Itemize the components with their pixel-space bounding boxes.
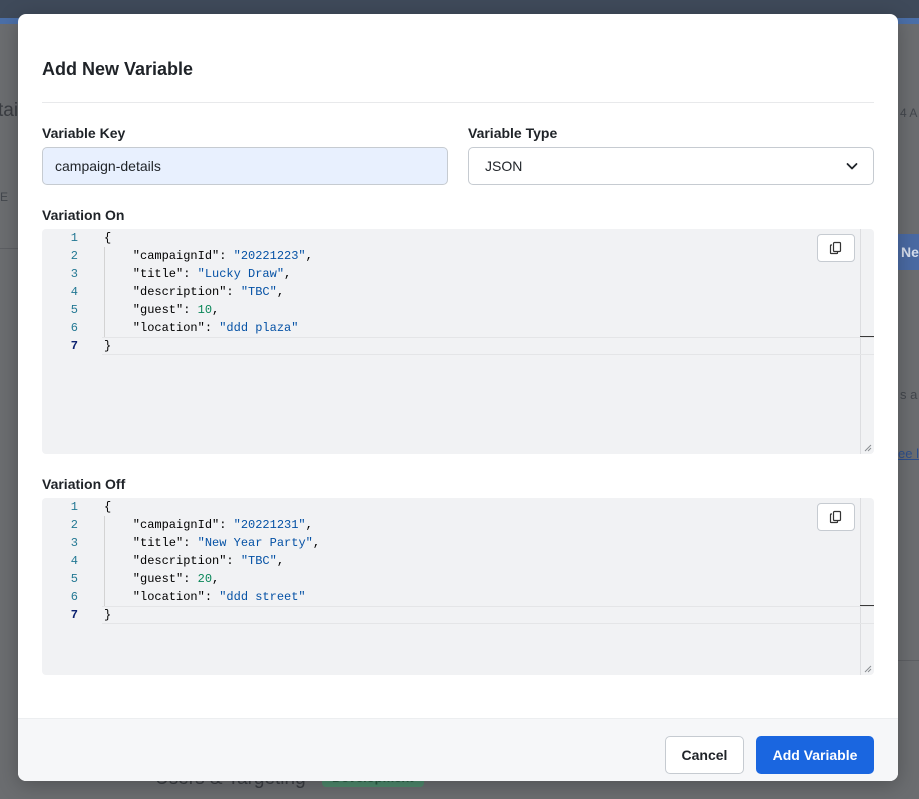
code-line: { bbox=[104, 498, 111, 516]
line-number: 2 bbox=[70, 249, 78, 263]
json-token: "guest": bbox=[104, 572, 198, 586]
editor-scrollbar[interactable] bbox=[860, 498, 874, 675]
background-small-fragment: E bbox=[0, 190, 9, 204]
variable-key-input[interactable]: campaign-details bbox=[42, 147, 448, 185]
line-number: 1 bbox=[70, 231, 78, 245]
copy-variation-on-button[interactable] bbox=[817, 234, 855, 262]
code-line: } bbox=[104, 606, 111, 624]
json-token: , bbox=[276, 554, 285, 568]
code-line: "description": "TBC", bbox=[104, 552, 284, 570]
json-string: "ddd street" bbox=[219, 590, 306, 604]
json-token: , bbox=[305, 249, 313, 263]
variation-on-editor[interactable]: 1 2 3 4 5 6 7 { "campaignId": "20221223", "titl… bbox=[42, 229, 874, 454]
line-number: 7 bbox=[70, 608, 78, 622]
variable-key-label: Variable Key bbox=[42, 125, 126, 141]
code-line: "description": "TBC", bbox=[104, 283, 284, 301]
code-line: "location": "ddd plaza" bbox=[104, 319, 299, 337]
code-line: "title": "New Year Party", bbox=[104, 534, 320, 552]
add-variable-button[interactable]: Add Variable bbox=[756, 736, 874, 774]
resize-handle-icon[interactable] bbox=[864, 665, 872, 673]
json-token: "guest": bbox=[104, 303, 198, 317]
json-string: "ddd plaza" bbox=[219, 321, 299, 335]
json-token: } bbox=[104, 339, 112, 353]
json-token: { bbox=[104, 231, 112, 245]
json-token: "campaignId": bbox=[104, 518, 234, 532]
json-token: , bbox=[212, 303, 220, 317]
line-number: 4 bbox=[70, 285, 78, 299]
background-heading-fragment: tai bbox=[0, 100, 19, 121]
editor-scrollbar[interactable] bbox=[860, 229, 874, 454]
json-string: "TBC" bbox=[240, 285, 277, 299]
chevron-down-icon bbox=[846, 163, 858, 170]
json-token: "location": bbox=[104, 590, 220, 604]
code-line: "title": "Lucky Draw", bbox=[104, 265, 291, 283]
line-number: 1 bbox=[70, 500, 78, 514]
json-string: "20221231" bbox=[233, 518, 306, 532]
code-line: } bbox=[104, 337, 111, 355]
json-token: , bbox=[212, 572, 220, 586]
json-token: "description": bbox=[104, 554, 241, 568]
json-token: "location": bbox=[104, 321, 220, 335]
json-number: 20 bbox=[197, 572, 213, 586]
json-token: { bbox=[104, 500, 112, 514]
resize-handle-icon[interactable] bbox=[864, 444, 872, 452]
indent-guide bbox=[104, 247, 105, 337]
line-number: 3 bbox=[70, 267, 78, 281]
modal-footer: Cancel Add Variable bbox=[18, 718, 898, 781]
variable-type-select[interactable]: JSON bbox=[468, 147, 874, 185]
line-number: 3 bbox=[70, 536, 78, 550]
code-line: { bbox=[104, 229, 111, 247]
background-text-fragment-2: s a bbox=[900, 387, 918, 402]
variation-off-editor[interactable]: 1 2 3 4 5 6 7 { "campaignId": "20221231", "titl… bbox=[42, 498, 874, 675]
variation-off-label: Variation Off bbox=[42, 476, 126, 492]
modal-title: Add New Variable bbox=[42, 59, 194, 79]
json-string: "Lucky Draw" bbox=[197, 267, 285, 281]
background-divider bbox=[0, 248, 18, 249]
background-divider-2 bbox=[898, 660, 919, 661]
copy-variation-off-button[interactable] bbox=[817, 503, 855, 531]
copy-icon bbox=[829, 241, 842, 255]
current-line-highlight bbox=[102, 606, 874, 624]
current-line-highlight bbox=[102, 337, 874, 355]
indent-guide bbox=[104, 516, 105, 606]
code-line: "campaignId": "20221223", bbox=[104, 247, 313, 265]
variable-type-label: Variable Type bbox=[468, 125, 558, 141]
background-link-fragment: ee l bbox=[898, 446, 919, 461]
header-divider bbox=[42, 102, 874, 103]
variable-type-value: JSON bbox=[485, 158, 523, 174]
line-number: 2 bbox=[70, 518, 78, 532]
code-line: "campaignId": "20221231", bbox=[104, 516, 313, 534]
background-text-fragment: 4 A bbox=[900, 106, 918, 120]
json-token: , bbox=[276, 285, 285, 299]
cancel-button[interactable]: Cancel bbox=[665, 736, 744, 774]
add-variable-modal: Add New Variable Variable Key campaign-d… bbox=[18, 14, 898, 781]
json-token: "description": bbox=[104, 285, 241, 299]
json-string: "TBC" bbox=[240, 554, 277, 568]
json-token: , bbox=[284, 267, 292, 281]
json-token: "campaignId": bbox=[104, 249, 234, 263]
json-token: } bbox=[104, 608, 112, 622]
code-line: "guest": 20, bbox=[104, 570, 219, 588]
json-number: 10 bbox=[197, 303, 213, 317]
json-token: , bbox=[305, 518, 313, 532]
line-number: 5 bbox=[70, 572, 78, 586]
variation-on-label: Variation On bbox=[42, 207, 125, 223]
json-token: , bbox=[312, 536, 321, 550]
line-number: 5 bbox=[70, 303, 78, 317]
json-token: "title": bbox=[104, 267, 198, 281]
code-line: "location": "ddd street" bbox=[104, 588, 306, 606]
json-string: "New Year Party" bbox=[197, 536, 313, 550]
line-number: 4 bbox=[70, 554, 78, 568]
line-number: 6 bbox=[70, 590, 78, 604]
json-string: "20221223" bbox=[233, 249, 306, 263]
line-number: 7 bbox=[70, 339, 78, 353]
json-token: "title": bbox=[104, 536, 198, 550]
copy-icon bbox=[829, 510, 842, 524]
line-number: 6 bbox=[70, 321, 78, 335]
code-line: "guest": 10, bbox=[104, 301, 219, 319]
